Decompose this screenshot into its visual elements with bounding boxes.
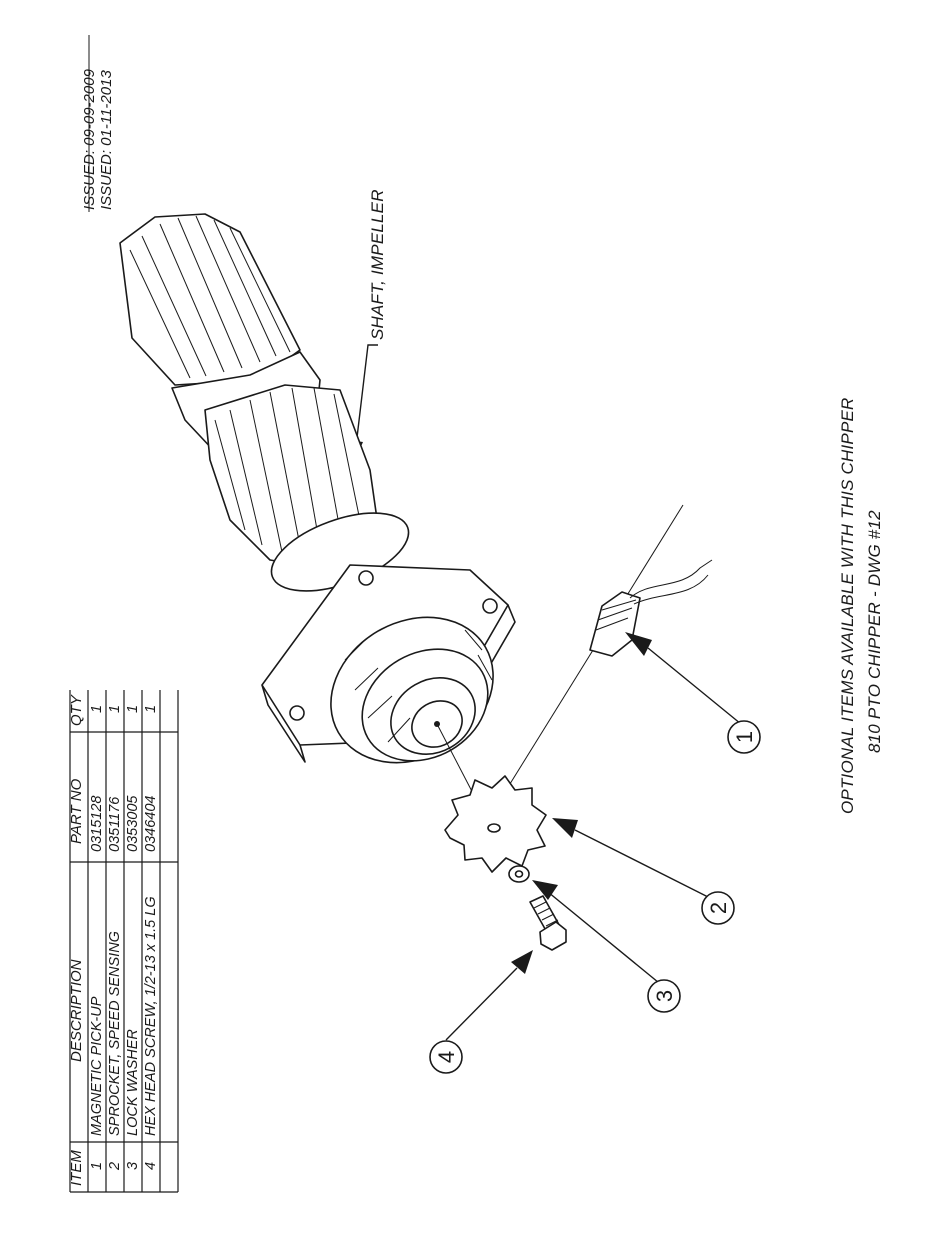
- issue-date-new: ISSUED: 01-11-2013: [98, 70, 115, 210]
- row-3-part-no: 0353005: [125, 795, 141, 852]
- title-line-2: 810 PTO CHIPPER - DWG #12: [865, 510, 884, 753]
- parts-table: ITEM DESCRIPTION PART NO QTY 1 MAGNETIC …: [68, 690, 178, 1192]
- row-4-item: 4: [143, 1162, 159, 1170]
- speed-sprocket: [445, 776, 718, 902]
- col-header-item: ITEM: [68, 1150, 85, 1186]
- balloon-4-label: 4: [434, 1051, 459, 1063]
- row-2-part-no: 0351176: [107, 796, 123, 852]
- row-2-item: 2: [107, 1162, 123, 1171]
- col-header-description: DESCRIPTION: [68, 959, 85, 1062]
- drawing-title: OPTIONAL ITEMS AVAILABLE WITH THIS CHIPP…: [838, 398, 884, 815]
- row-4-qty: 1: [143, 705, 159, 713]
- row-3-description: LOCK WASHER: [125, 1029, 141, 1136]
- pickup-body: [590, 592, 640, 656]
- title-line-1: OPTIONAL ITEMS AVAILABLE WITH THIS CHIPP…: [838, 398, 857, 815]
- row-1-item: 1: [89, 1162, 105, 1170]
- row-3-item: 3: [125, 1162, 141, 1170]
- washer-ring: [509, 866, 529, 882]
- magnetic-pickup: [590, 560, 741, 724]
- row-2-description: SPROCKET, SPEED SENSING: [107, 931, 123, 1136]
- balloon-1-label: 1: [732, 731, 757, 743]
- row-2-qty: 1: [107, 705, 123, 713]
- lock-washer: [509, 866, 664, 987]
- row-3-qty: 1: [125, 705, 141, 713]
- shaft-callout: SHAFT, IMPELLER: [349, 189, 387, 465]
- row-4-part-no: 0346404: [143, 796, 159, 852]
- col-header-part-no: PART NO: [68, 778, 85, 844]
- item-1-leader: [648, 648, 741, 724]
- item-4-leader: [446, 968, 517, 1040]
- row-1-part-no: 0315128: [89, 796, 105, 852]
- assembly-axis-line: [500, 505, 683, 800]
- item-1-arrowhead: [625, 632, 652, 656]
- row-1-description: MAGNETIC PICK-UP: [89, 996, 105, 1136]
- col-header-qty: QTY: [68, 694, 85, 726]
- shaft-label: SHAFT, IMPELLER: [368, 189, 387, 340]
- item-2-arrowhead: [552, 818, 578, 838]
- balloon-3-label: 3: [652, 990, 677, 1002]
- row-1-qty: 1: [89, 705, 105, 713]
- row-4-description: HEX HEAD SCREW, 1/2-13 x 1.5 LG: [143, 896, 159, 1136]
- impeller-shaft: [120, 214, 520, 791]
- shaft-spline-end: [120, 214, 300, 385]
- shaft-leader-line: [356, 345, 378, 446]
- balloon-2-label: 2: [706, 902, 731, 914]
- hex-head-screw: [446, 896, 566, 1040]
- item-2-leader: [575, 830, 718, 902]
- item-balloons: 1 2 3 4: [430, 721, 760, 1073]
- issue-dates: ISSUED: 09-09-2009 ISSUED: 01-11-2013: [81, 35, 115, 212]
- pickup-cable: [630, 560, 712, 598]
